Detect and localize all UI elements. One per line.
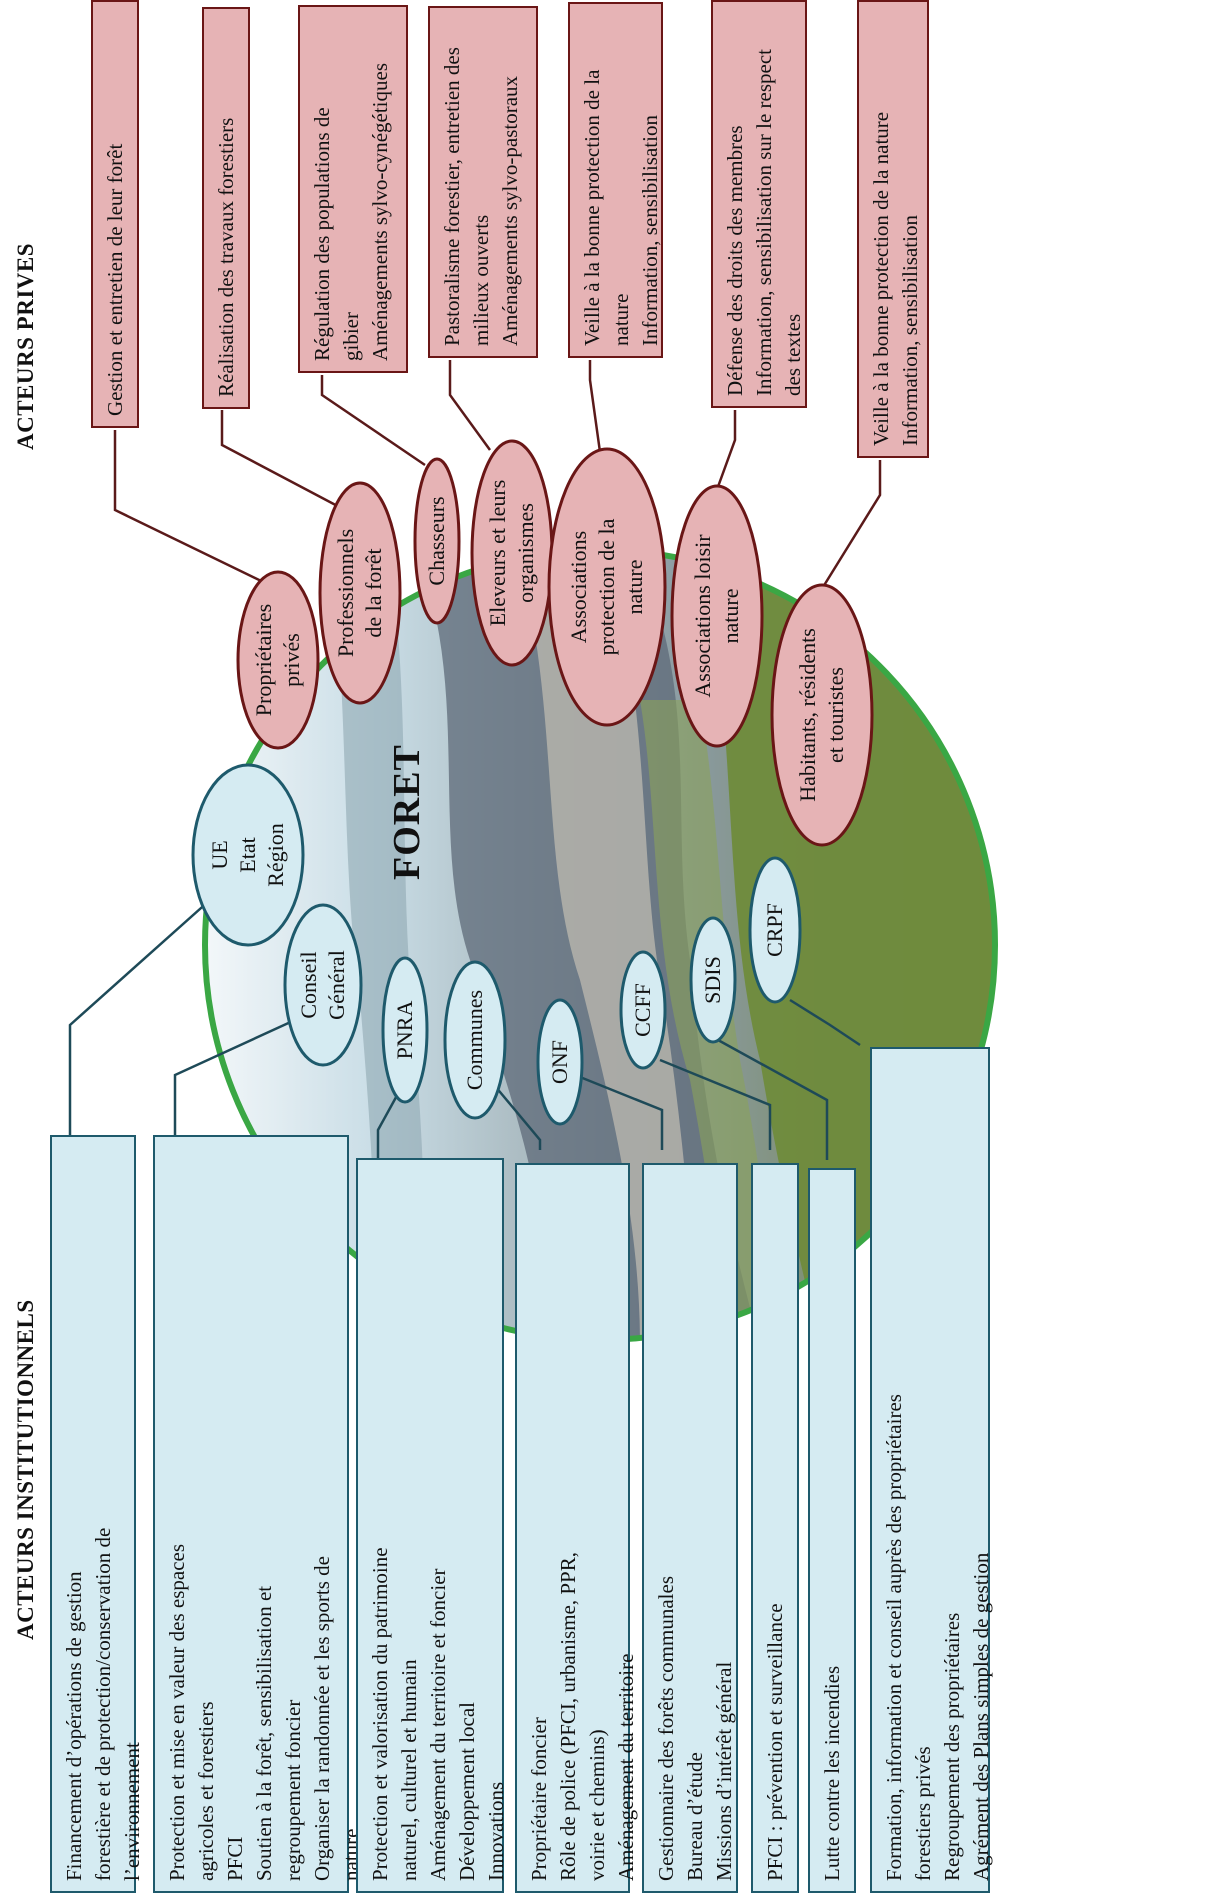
oval-chasseurs: Chasseurs [424,496,449,586]
institutional-connectors [68,899,861,1160]
oval-habitants: Habitants, résidents et touristes [795,628,848,802]
private-connectors [113,360,882,601]
role-box-conseil-general: Protection et mise en valeur des espaces… [153,1135,363,1893]
role-box-ue-etat-region: Financement d’opérations de gestion fore… [50,1135,144,1893]
role-box-associations-loisir: Défense des droits des membres Informati… [711,0,807,408]
role-box-eleveurs: Pastoralisme forestier, entretien des mi… [428,6,538,358]
institutional-actors-heading: ACTEURS INSTITUTIONNELS [13,1299,38,1640]
forest-label: FORET [386,744,428,880]
oval-ue-etat-region: UE Etat Région [207,823,288,887]
oval-associations-loisir: Associations loisir nature [690,534,743,698]
oval-communes: Communes [462,989,487,1091]
oval-onf: ONF [547,1040,572,1085]
oval-professionnels-foret: Professionnels de la forêt [333,528,386,658]
oval-proprietaires-prives: Propriétaires privés [251,603,304,717]
oval-crpf: CRPF [762,903,787,957]
role-box-communes: Propriétaire foncier Rôle de police (PFC… [515,1163,638,1893]
role-box-associations-protection: Veille à la bonne protection de la natur… [568,2,663,358]
role-box-sdis: Lutte contre les incendies [808,1168,856,1893]
oval-sdis: SDIS [700,956,725,1004]
oval-pnra: PNRA [392,1000,417,1060]
private-actors-heading: ACTEURS PRIVES [13,242,38,450]
role-box-onf: Gestionnaire des forêts communales Burea… [642,1163,738,1893]
oval-conseil-general: Conseil Général [296,950,349,1020]
oval-associations-protection: Associations protection de la nature [566,518,647,656]
oval-eleveurs: Eleveurs et leurs organismes [485,479,538,627]
role-box-professionnels: Réalisation des travaux forestiers [202,7,250,409]
role-box-ccff: PFCI : prévention et surveillance [751,1163,799,1893]
role-box-crpf: Formation, information et conseil auprès… [870,1047,993,1893]
role-box-proprietaires: Gestion et entretien de leur forêt [91,0,139,428]
role-box-chasseurs: Régulation des populations de gibier Amé… [298,5,408,373]
role-box-habitants: Veille à la bonne protection de la natur… [857,0,929,458]
institutional-ovals [191,763,802,1126]
private-ovals [236,439,874,847]
role-box-pnra: Protection et valorisation du patrimoine… [356,1158,508,1893]
oval-ccff: CCFF [630,983,655,1037]
